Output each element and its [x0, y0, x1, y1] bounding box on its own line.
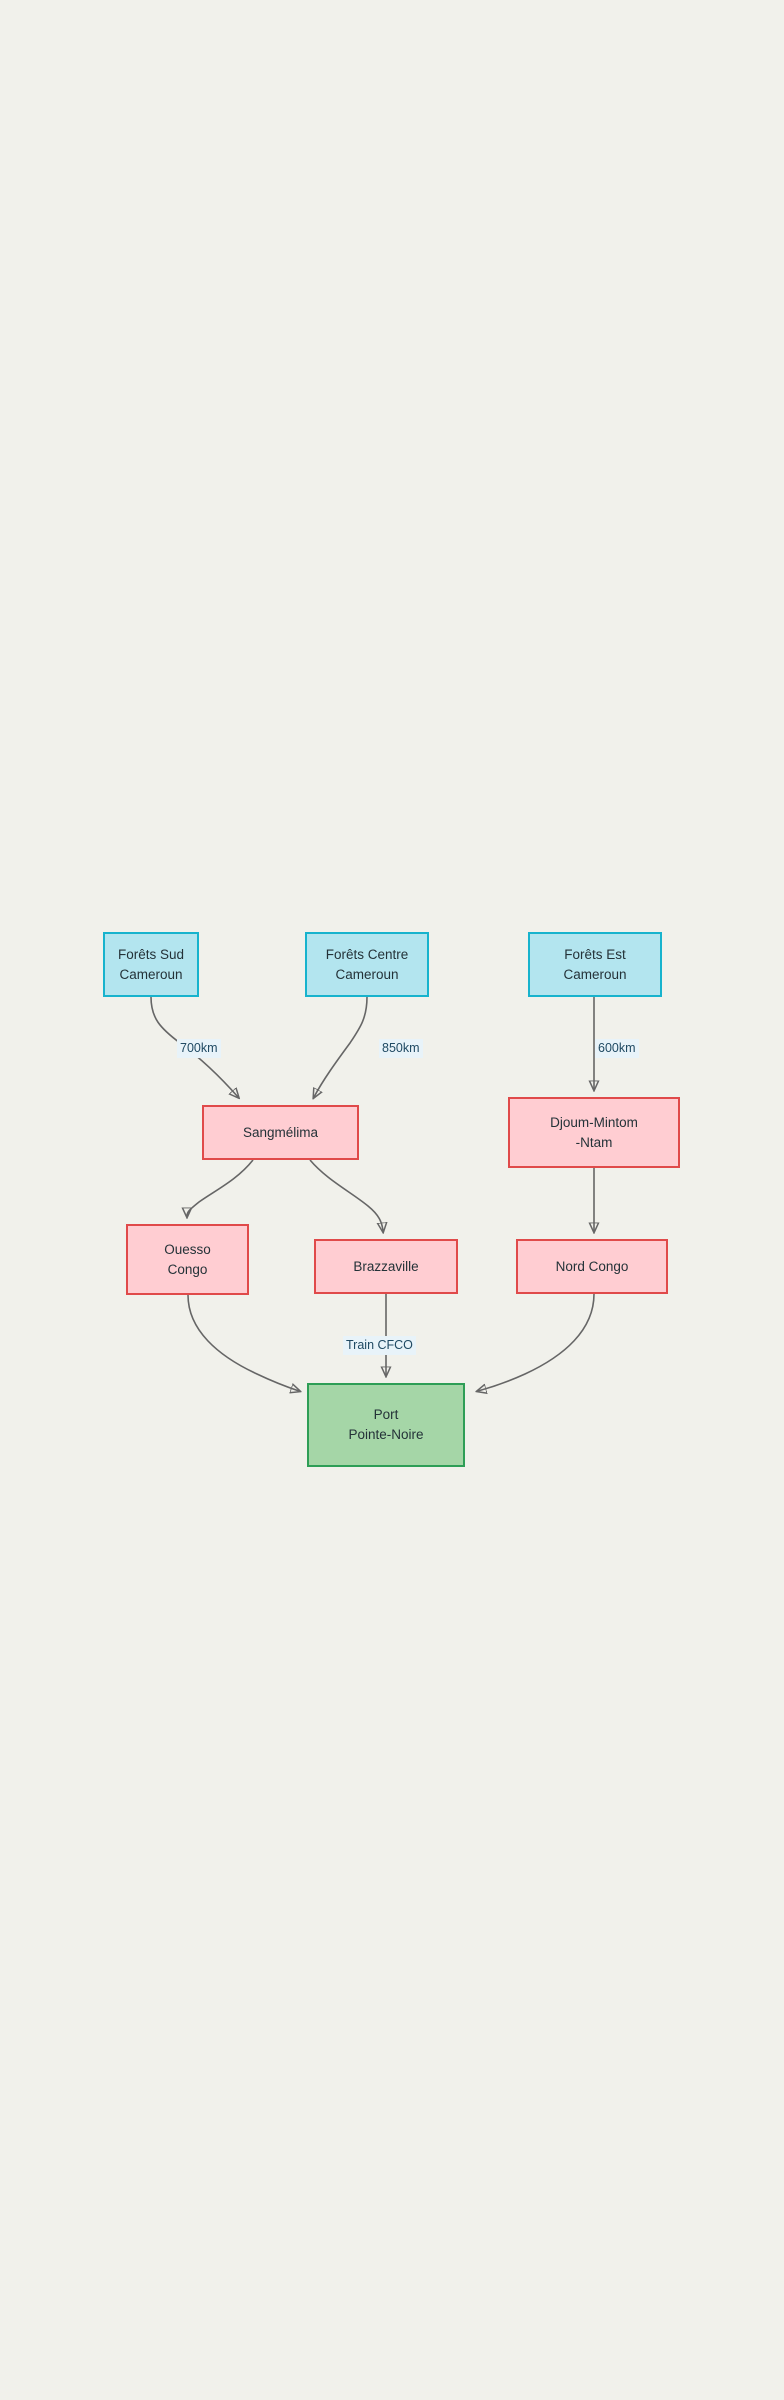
node-label-line: Forêts Sud	[117, 946, 185, 962]
edge-label-forets-sud-to-sangmelima: 700km	[177, 1039, 221, 1058]
edge-label-brazzaville-to-port: Train CFCO	[343, 1336, 416, 1355]
node-label-line: Nord Congo	[555, 1258, 629, 1274]
edge-nord-congo-to-port	[478, 1293, 595, 1391]
edge-sangmelima-to-ouesso	[187, 1159, 254, 1216]
node-label-line: Forêts Est	[564, 946, 626, 962]
node-label-line: Pointe-Noire	[348, 1427, 424, 1442]
node-label-line: -Ntam	[575, 1134, 613, 1150]
edge-label-forets-centre-to-sangmelima: 850km	[379, 1039, 423, 1058]
node-nord-congo[interactable]: Nord Congo	[516, 1239, 668, 1294]
node-label-line: Cameroun	[119, 966, 183, 982]
node-label-line: Djoum-Mintom	[550, 1114, 638, 1130]
node-label-line: Cameroun	[335, 966, 399, 982]
node-sangmelima[interactable]: Sangmélima	[202, 1105, 359, 1160]
edge-forets-centre-to-sangmelima	[314, 996, 368, 1097]
node-label-line: Congo	[167, 1261, 208, 1277]
edge-sangmelima-to-brazzaville	[309, 1159, 383, 1231]
node-brazzaville[interactable]: Brazzaville	[314, 1239, 458, 1294]
node-djoum-mintom-ntam[interactable]: Djoum-Mintom -Ntam	[508, 1097, 680, 1168]
node-label-line: Ouesso	[164, 1241, 211, 1257]
node-label-line: Cameroun	[563, 966, 627, 982]
edge-ouesso-to-port	[187, 1294, 299, 1391]
node-label-line: Forêts Centre	[325, 946, 409, 962]
node-label-line: Port	[373, 1407, 399, 1423]
edge-label-forets-est-to-djoum: 600km	[595, 1039, 639, 1058]
node-label-line: Sangmélima	[242, 1124, 319, 1140]
node-label-line: Brazzaville	[353, 1258, 419, 1274]
